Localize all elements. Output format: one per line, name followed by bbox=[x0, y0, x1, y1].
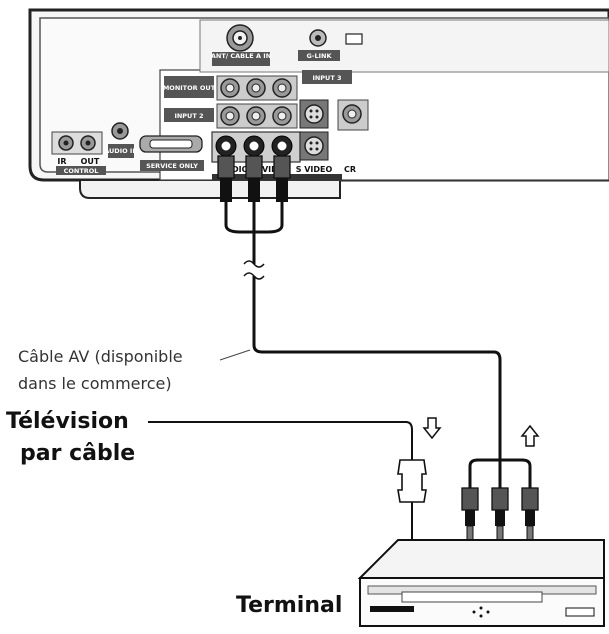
plug-audio-l bbox=[217, 155, 235, 202]
coax-plug-icon bbox=[397, 459, 427, 503]
s-video-jack-1 bbox=[299, 99, 329, 129]
monitor-out-label: MONITOR OUT bbox=[163, 84, 216, 92]
g-link-label: G-LINK bbox=[306, 52, 332, 60]
g-link-jack: G-LINK bbox=[298, 29, 363, 61]
terminal-box bbox=[357, 539, 605, 627]
ant-cable-jack: ANT/ CABLE A IN bbox=[211, 24, 271, 66]
input2-label: INPUT 2 bbox=[174, 112, 203, 120]
cable-break-icon bbox=[243, 260, 265, 280]
input3-label: INPUT 3 bbox=[312, 74, 341, 82]
cable-leader-line bbox=[219, 349, 251, 361]
plug-terminal-3 bbox=[521, 487, 539, 541]
plug-video bbox=[273, 155, 291, 202]
s-video-jack-2 bbox=[299, 131, 329, 161]
out-label: OUT bbox=[81, 157, 100, 166]
input2-tag bbox=[164, 108, 214, 122]
s-video-label: S VIDEO bbox=[296, 165, 333, 174]
monitor-out-tag bbox=[164, 76, 214, 98]
av-cable-label-line1: Câble AV (disponible bbox=[18, 347, 183, 366]
down-arrow-icon bbox=[422, 417, 442, 440]
service-port: SERVICE ONLY bbox=[139, 135, 204, 171]
cable-tv-label-line1: Télévision bbox=[6, 409, 129, 434]
input3-tag bbox=[302, 70, 352, 84]
plug-terminal-2 bbox=[491, 487, 509, 541]
tv-rear-panel: ANT/ CABLE A IN G-LINK MONITOR OUT INPUT… bbox=[28, 8, 609, 199]
av-cable bbox=[219, 232, 502, 460]
audio-in-jack: AUDIO IN bbox=[104, 122, 138, 158]
up-arrow-icon bbox=[520, 424, 540, 447]
terminal-plugs bbox=[461, 456, 539, 541]
plug-terminal-1 bbox=[461, 487, 479, 541]
control-jacks: IR OUT CONTROL bbox=[51, 131, 106, 175]
ant-cable-label: ANT/ CABLE A IN bbox=[211, 52, 271, 60]
jack-row-monitor-out bbox=[216, 75, 298, 101]
tv-plugs bbox=[217, 155, 291, 234]
control-label: CONTROL bbox=[64, 167, 99, 175]
av-cable-label-line2: dans le commerce) bbox=[18, 374, 172, 393]
service-only-label: SERVICE ONLY bbox=[146, 162, 198, 170]
terminal-label: Terminal bbox=[236, 593, 342, 618]
cable-tv-connector bbox=[148, 421, 427, 552]
audio-in-label: AUDIO IN bbox=[104, 147, 138, 155]
plug-audio-r bbox=[245, 155, 263, 202]
ir-label: IR bbox=[57, 157, 66, 166]
cable-tv-label-line2: par câble bbox=[20, 441, 135, 466]
cr-label: CR bbox=[344, 165, 356, 174]
jack-row-input2 bbox=[216, 103, 298, 129]
